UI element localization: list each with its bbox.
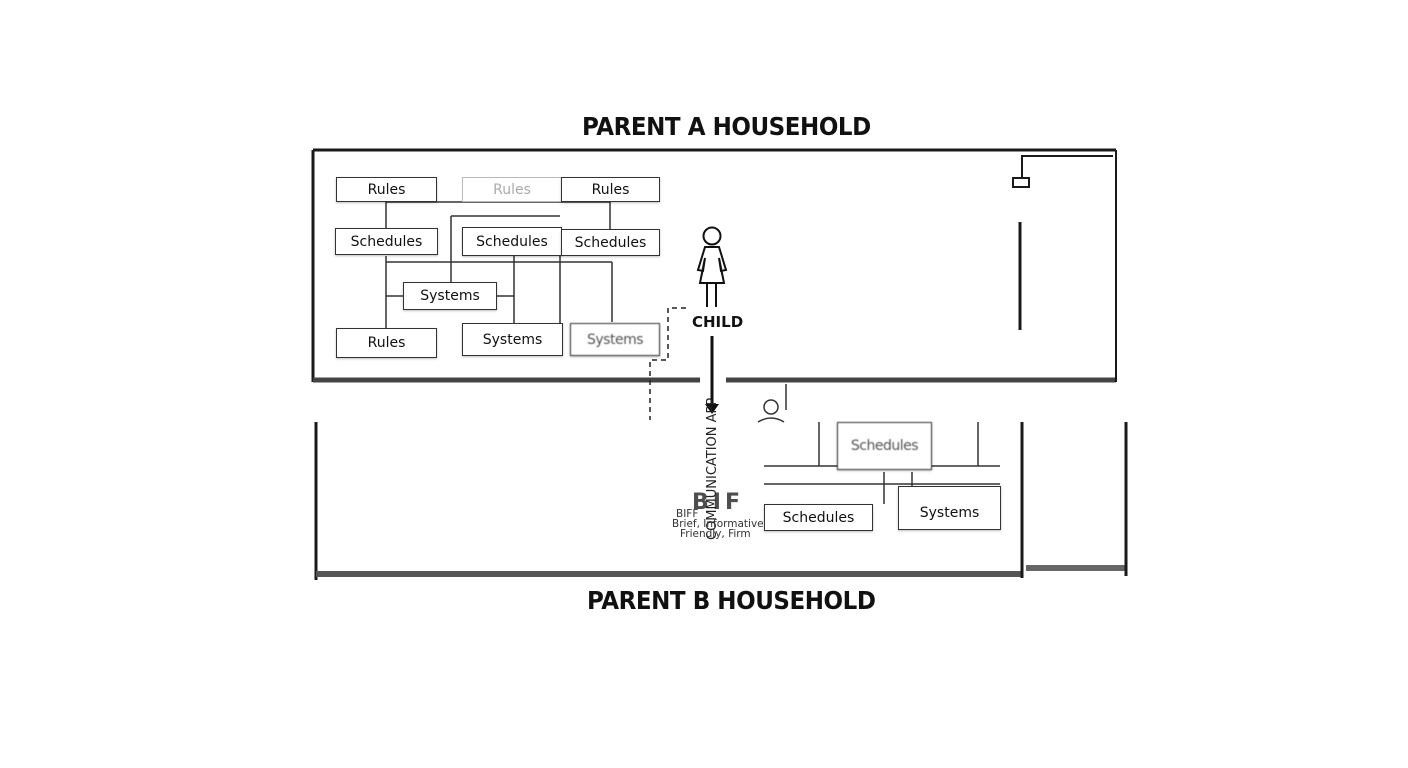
parent-b-title: PARENT B HOUSEHOLD bbox=[587, 586, 876, 615]
parent-a-systems-box-blurred: Systems bbox=[570, 323, 660, 356]
dashed-connector bbox=[649, 307, 686, 420]
child-figure-icon bbox=[696, 226, 728, 307]
parent-a-title: PARENT A HOUSEHOLD bbox=[582, 112, 871, 141]
parent-a-rules-box: Rules bbox=[336, 328, 437, 358]
biff-short-label: BIFF bbox=[676, 508, 699, 520]
parent-a-rules-box: Rules bbox=[336, 177, 437, 202]
biff-definition-line-1: Brief, Informative, bbox=[672, 518, 767, 530]
biff-definition-line-2: Friendly, Firm bbox=[680, 528, 751, 540]
parent-b-frame bbox=[314, 422, 1128, 580]
parent-a-rules-box-faded: Rules bbox=[462, 177, 562, 202]
child-label: CHILD bbox=[692, 313, 744, 331]
parent-a-systems-box: Systems bbox=[403, 282, 497, 310]
parent-a-frame bbox=[311, 148, 1117, 383]
secondary-figure-icon bbox=[757, 384, 787, 423]
parent-b-schedules-box-blurred: Schedules bbox=[837, 422, 932, 470]
parent-a-schedules-box: Schedules bbox=[335, 228, 438, 255]
parent-a-rules-box: Rules bbox=[561, 177, 660, 202]
parent-a-connectors bbox=[385, 201, 613, 354]
parent-a-schedules-box: Schedules bbox=[462, 227, 562, 256]
parent-b-schedules-box: Schedules bbox=[764, 504, 873, 531]
child-to-app-arrow bbox=[705, 336, 719, 414]
parent-b-systems-box: Systems bbox=[898, 486, 1001, 530]
parent-a-schedules-box: Schedules bbox=[561, 229, 660, 256]
bif-letters: BIF bbox=[692, 490, 744, 515]
parent-a-systems-box: Systems bbox=[462, 323, 563, 356]
